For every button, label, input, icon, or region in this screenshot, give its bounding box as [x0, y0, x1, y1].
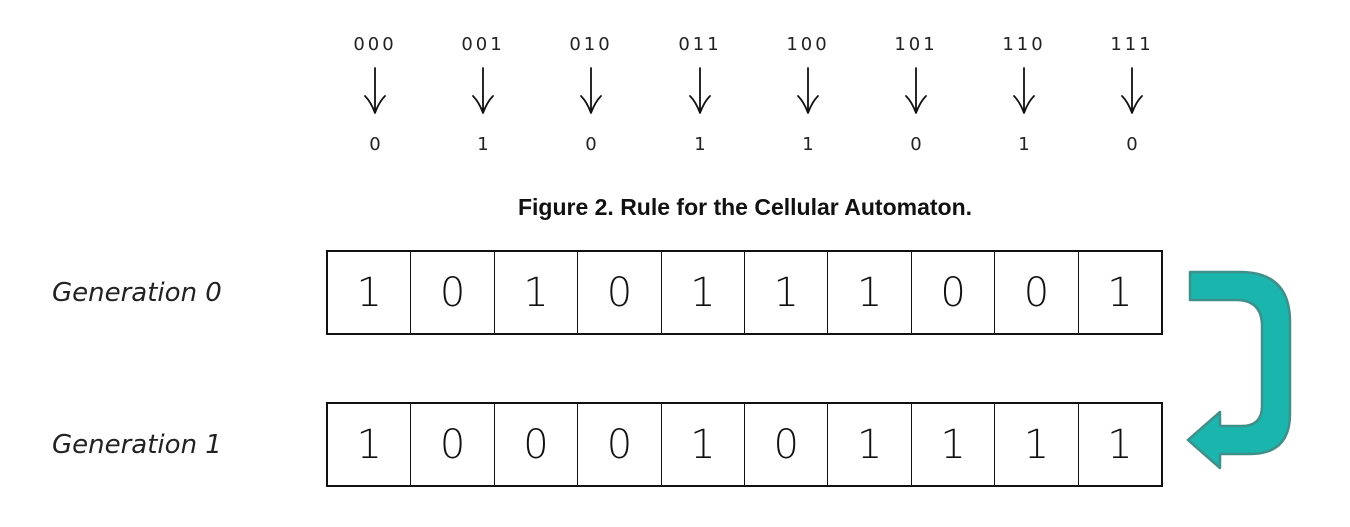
rule-input: 011: [678, 34, 722, 55]
rule-output: 1: [802, 134, 814, 155]
rule-output: 1: [477, 134, 489, 155]
generation-0-label: Generation 0: [52, 278, 222, 308]
rule-output: 0: [369, 134, 381, 155]
generation-1-label: Generation 1: [52, 430, 222, 460]
curved-arrow-icon: [1186, 270, 1292, 470]
figure-caption: Figure 2. Rule for the Cellular Automato…: [517, 194, 973, 220]
cell: 1: [912, 404, 996, 485]
down-arrow-icon: [580, 67, 602, 114]
cell: 1: [662, 252, 746, 333]
cell: 1: [328, 404, 412, 485]
down-arrow-icon: [797, 67, 819, 114]
down-arrow-icon: [1013, 67, 1035, 114]
cell: 0: [495, 404, 579, 485]
cell: 0: [995, 252, 1079, 333]
cell: 1: [828, 404, 912, 485]
cell: 0: [411, 404, 495, 485]
rule-output: 1: [694, 134, 706, 155]
rule-input: 111: [1110, 34, 1154, 55]
cell: 1: [995, 404, 1079, 485]
rule-input: 010: [569, 34, 613, 55]
rule-output: 0: [910, 134, 922, 155]
rule-input: 100: [786, 34, 830, 55]
cell: 1: [1107, 269, 1133, 316]
rule-output: 0: [1126, 134, 1138, 155]
cell: 1: [495, 252, 579, 333]
rule-input: 001: [461, 34, 505, 55]
rule-input: 101: [894, 34, 938, 55]
down-arrow-icon: [689, 67, 711, 114]
cell: 1: [828, 252, 912, 333]
cell: 0: [578, 252, 662, 333]
down-arrow-icon: [905, 67, 927, 114]
cell: 1: [745, 252, 829, 333]
down-arrow-icon: [1121, 67, 1143, 114]
down-arrow-icon: [364, 67, 386, 114]
rule-output: 0: [585, 134, 597, 155]
rule-output: 1: [1018, 134, 1030, 155]
cell: 1: [1107, 421, 1133, 468]
cell: 0: [578, 404, 662, 485]
cell: 1: [328, 252, 412, 333]
rule-input: 000: [353, 34, 397, 55]
cell: 0: [745, 404, 829, 485]
cell: 0: [912, 252, 996, 333]
rule-input: 110: [1002, 34, 1046, 55]
down-arrow-icon: [472, 67, 494, 114]
cell: 0: [411, 252, 495, 333]
cell: 1: [662, 404, 746, 485]
